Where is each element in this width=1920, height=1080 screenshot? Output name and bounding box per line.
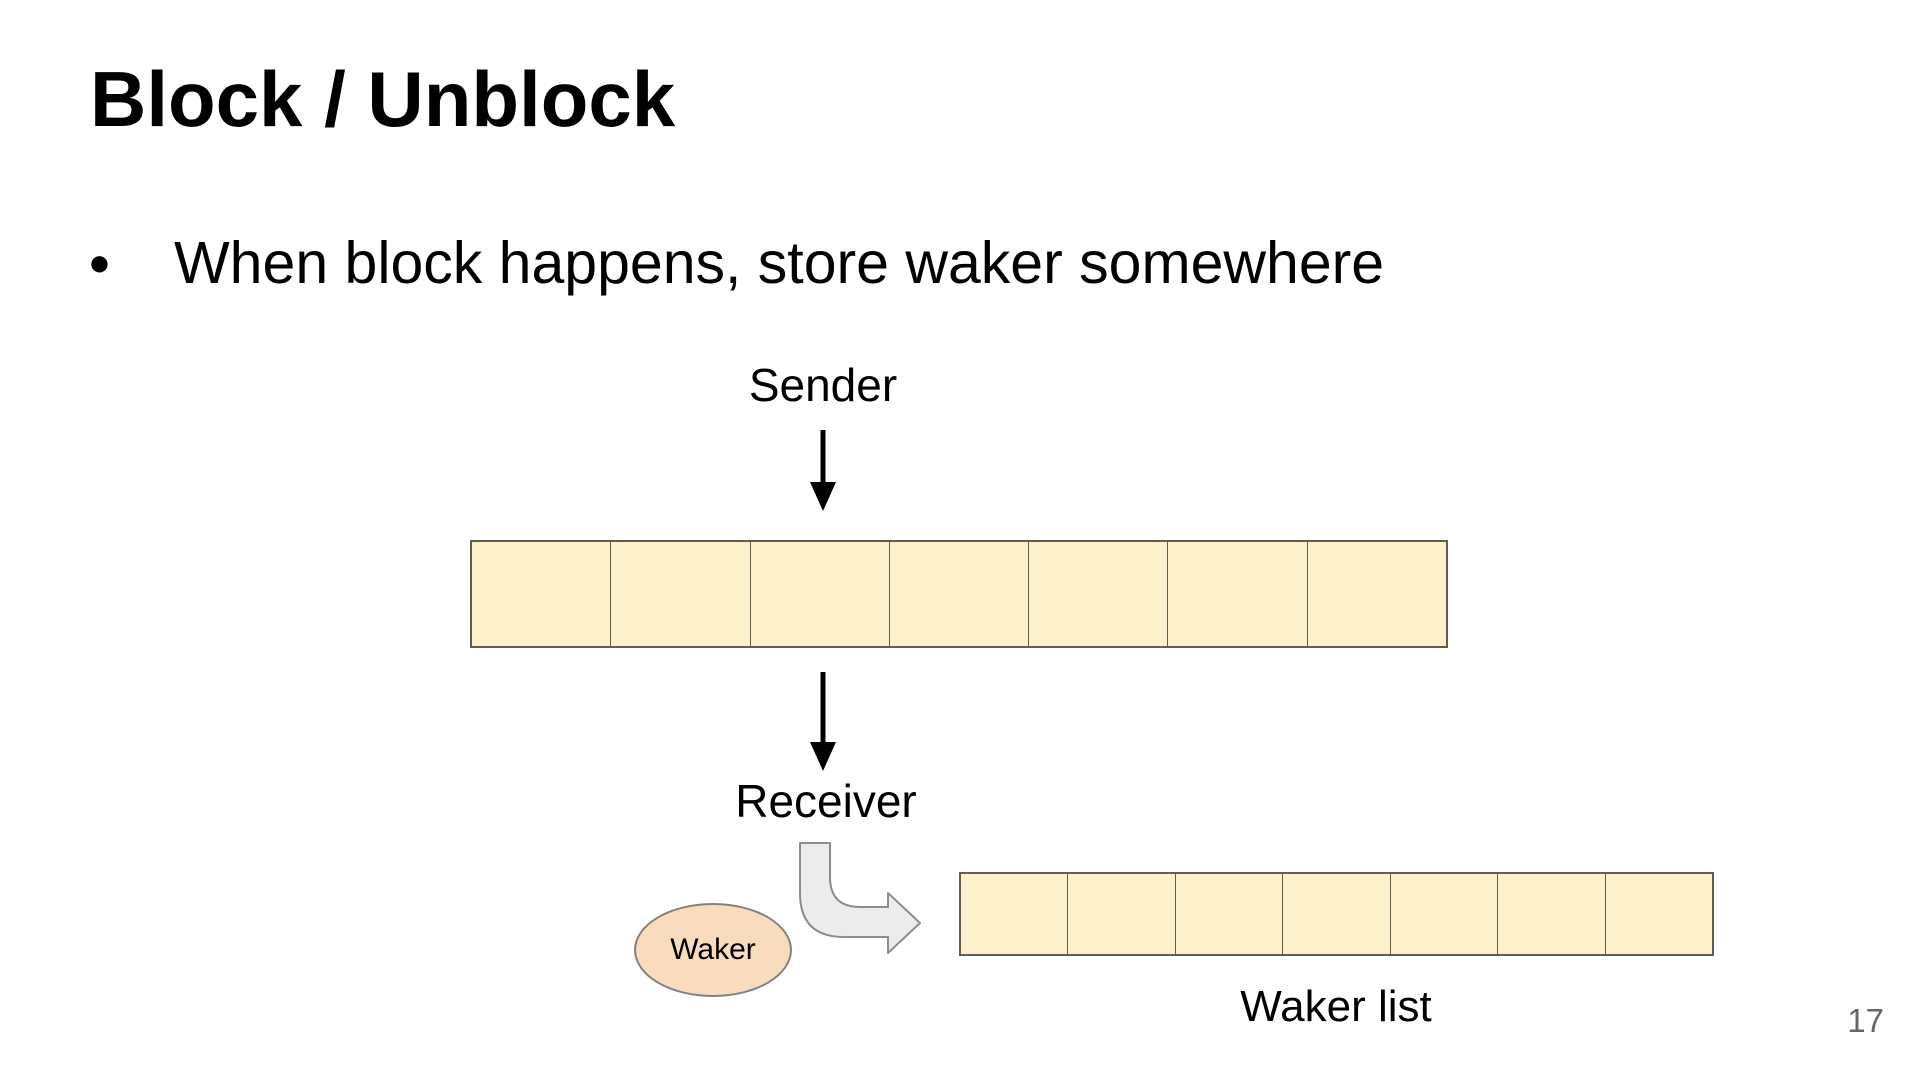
buffer-cell	[750, 542, 890, 646]
waker-ellipse: Waker	[634, 903, 792, 997]
buffer-cell	[1498, 874, 1606, 954]
buffer-cell	[611, 542, 751, 646]
buffer-cell	[1307, 542, 1446, 646]
sender-label: Sender	[748, 359, 898, 411]
page-number: 17	[1847, 1002, 1884, 1039]
buffer-cell	[1029, 542, 1169, 646]
slide-title: Block / Unblock	[90, 55, 676, 143]
receiver-down-arrow-icon	[810, 672, 836, 771]
buffer-cell	[472, 542, 612, 646]
sender-down-arrow-icon	[810, 430, 836, 511]
waker-list-label: Waker list	[1240, 982, 1432, 1031]
buffer-cell	[1175, 874, 1284, 954]
bullet-marker-icon: ●	[88, 242, 111, 285]
waker-label: Waker	[670, 933, 756, 966]
buffer-cell	[1068, 874, 1176, 954]
buffer-cell	[889, 542, 1030, 646]
buffer-cell	[1283, 874, 1391, 954]
channel-buffer	[470, 540, 1448, 648]
receiver-label: Receiver	[735, 775, 917, 827]
buffer-cell	[1605, 874, 1712, 954]
buffer-cell	[1168, 542, 1308, 646]
bullet-text: When block happens, store waker somewher…	[174, 230, 1385, 296]
bent-right-arrow-icon	[799, 842, 921, 954]
bullet-item: ● When block happens, store waker somewh…	[88, 228, 1384, 299]
buffer-cell	[961, 874, 1069, 954]
waker-list-buffer	[959, 872, 1714, 956]
buffer-cell	[1390, 874, 1499, 954]
